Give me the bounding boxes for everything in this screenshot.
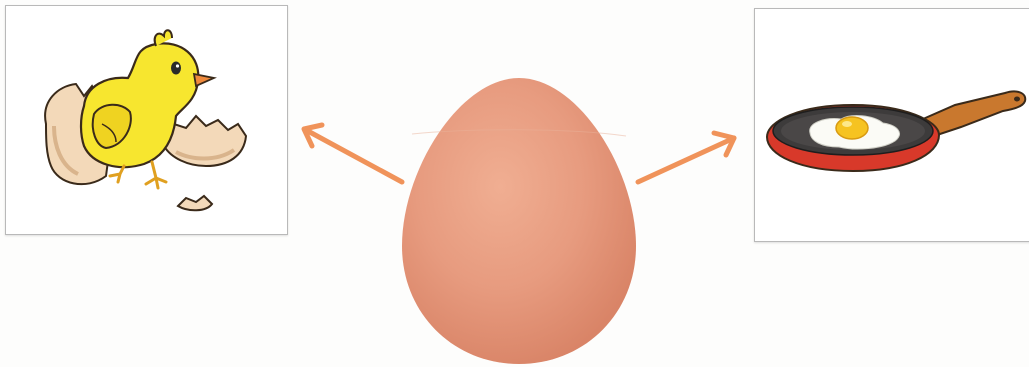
chick-hatching-illustration: [6, 6, 287, 234]
frying-pan-illustration: [755, 9, 1029, 241]
chick-hatching-panel: [5, 5, 288, 235]
brown-egg: [402, 78, 636, 364]
fried-egg-panel: [754, 8, 1029, 242]
arrow-to-fried-egg: [638, 133, 734, 182]
egg-yolk: [836, 117, 868, 139]
chick-eye: [171, 62, 181, 75]
eggshell-fragment: [178, 196, 212, 210]
arrow-to-chick: [304, 125, 402, 182]
chick-leg: [146, 162, 166, 188]
chick-beak: [194, 74, 214, 86]
